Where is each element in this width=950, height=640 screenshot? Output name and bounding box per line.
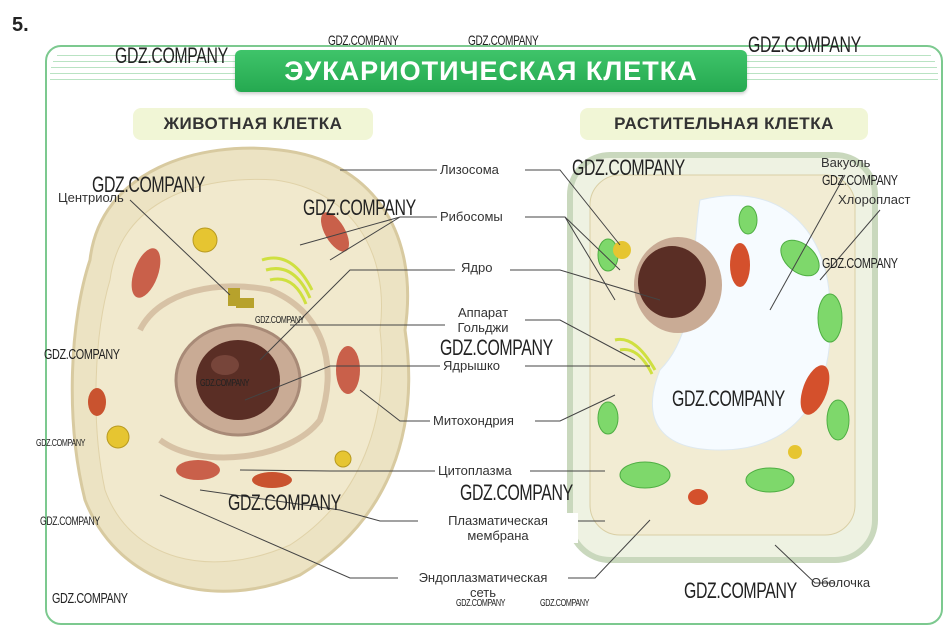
watermark: GDZ.COMPANY (36, 438, 86, 449)
label-mitochondria: Митохондрия (430, 413, 517, 428)
label-cytoplasm: Цитоплазма (435, 463, 515, 478)
watermark: GDZ.COMPANY (52, 590, 128, 607)
label-lysosome: Лизосома (437, 162, 502, 177)
watermark: GDZ.COMPANY (255, 315, 305, 326)
label-golgi-line1: Аппарат (447, 305, 519, 320)
label-cell-wall: Оболочка (811, 575, 871, 590)
label-er-line1: Эндоплазматическая (398, 570, 568, 585)
watermark: GDZ.COMPANY (540, 598, 590, 609)
label-er-line2: сеть (469, 585, 497, 600)
animal-cell (70, 146, 411, 593)
label-nucleus: Ядро (458, 260, 496, 275)
plant-cell-heading: РАСТИТЕЛЬНАЯ КЛЕТКА (580, 108, 868, 140)
watermark: GDZ.COMPANY (328, 32, 399, 48)
watermark: GDZ.COMPANY (92, 172, 205, 197)
watermark: GDZ.COMPANY (460, 480, 573, 505)
watermark: GDZ.COMPANY (228, 490, 341, 515)
watermark: GDZ.COMPANY (40, 514, 100, 528)
label-chloroplast: Хлоропласт (838, 192, 911, 207)
watermark: GDZ.COMPANY (115, 43, 228, 68)
label-vacuole: Вакуоль (821, 155, 871, 170)
watermark: GDZ.COMPANY (822, 172, 898, 189)
watermark: GDZ.COMPANY (572, 155, 685, 180)
watermark: GDZ.COMPANY (440, 335, 553, 360)
label-ribosomes: Рибосомы (437, 209, 506, 224)
watermark: GDZ.COMPANY (748, 32, 861, 57)
watermark: GDZ.COMPANY (672, 386, 785, 411)
watermark: GDZ.COMPANY (456, 598, 506, 609)
diagram-title: ЭУКАРИОТИЧЕСКАЯ КЛЕТКА (235, 50, 747, 92)
watermark: GDZ.COMPANY (684, 578, 797, 603)
label-membrane-line2: мембрана (418, 528, 578, 543)
watermark: GDZ.COMPANY (822, 255, 898, 272)
label-membrane-line1: Плазматическая (418, 513, 578, 528)
watermark: GDZ.COMPANY (303, 195, 416, 220)
animal-cell-heading: ЖИВОТНАЯ КЛЕТКА (133, 108, 373, 140)
label-golgi-line2: Гольджи (447, 320, 519, 335)
watermark: GDZ.COMPANY (44, 346, 120, 363)
watermark: GDZ.COMPANY (200, 378, 250, 389)
watermark: GDZ.COMPANY (468, 32, 539, 48)
exercise-number: 5. (12, 14, 29, 36)
label-centriole: Центриоль (58, 190, 124, 205)
plant-cell (567, 152, 878, 563)
label-nucleolus: Ядрышко (440, 358, 504, 373)
